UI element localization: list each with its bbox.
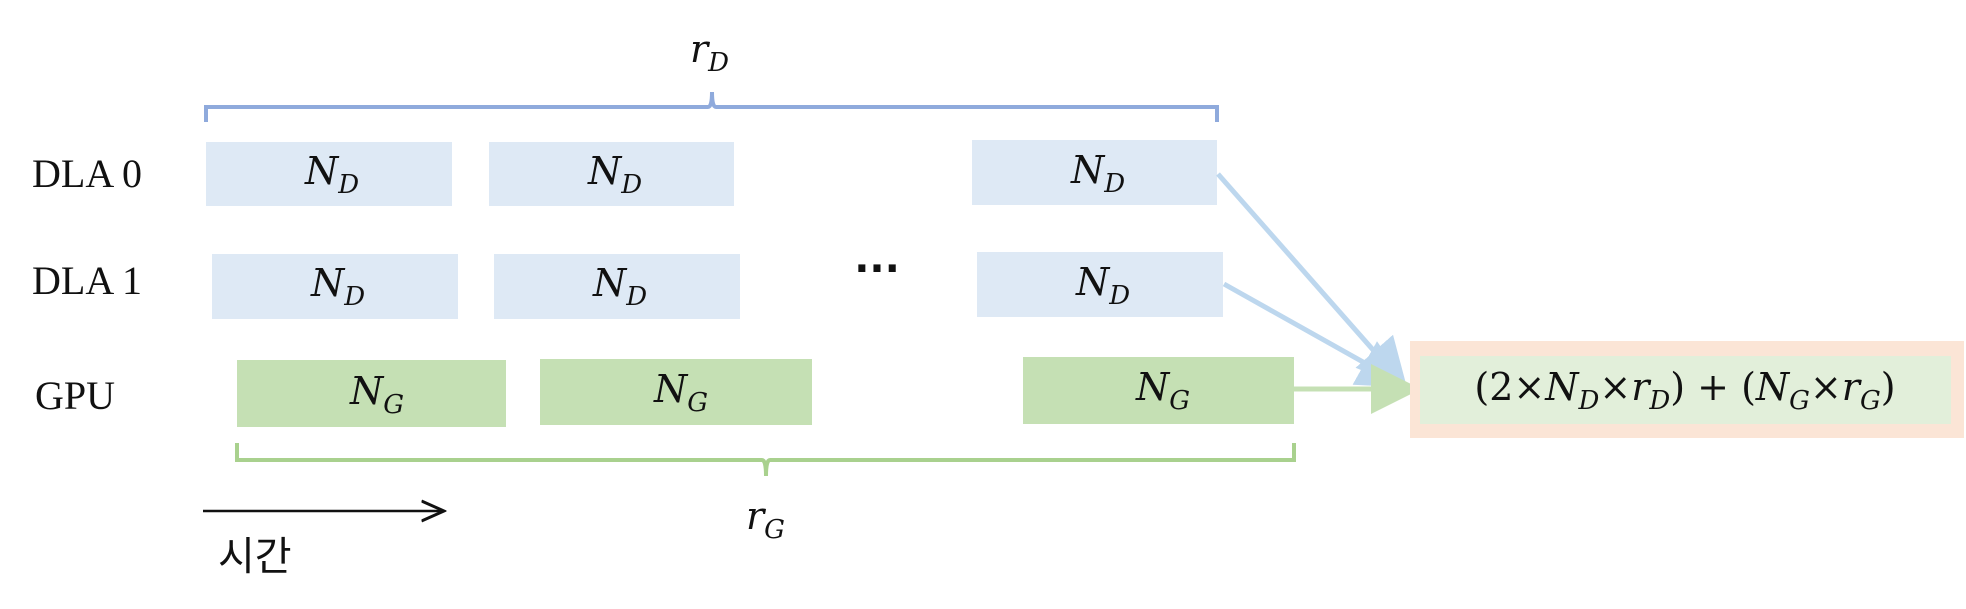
- svg-text:NG: NG: [349, 369, 404, 420]
- ellipsis: ···: [854, 246, 900, 292]
- bottom-brace-label: rG: [746, 494, 785, 545]
- dla0-block-1: ND: [206, 142, 452, 206]
- row-label-gpu: GPU: [35, 373, 115, 418]
- dla0-block-2: ND: [489, 142, 734, 206]
- svg-text:NG: NG: [653, 367, 708, 418]
- bottom-brace: [235, 443, 1296, 477]
- svg-text:ND: ND: [1075, 260, 1130, 311]
- top-brace-label: rD: [690, 27, 729, 78]
- row-label-dla1: DLA 1: [32, 258, 142, 303]
- row-label-dla0: DLA 0: [32, 151, 142, 196]
- svg-text:ND: ND: [1070, 148, 1125, 199]
- dla1-block-2: ND: [494, 254, 740, 319]
- gpu-block-3: NG: [1023, 357, 1294, 424]
- svg-text:NG: NG: [1135, 365, 1190, 416]
- svg-text:ND: ND: [587, 149, 642, 200]
- result-formula: (2×ND×rD) + (NG×rG): [1474, 365, 1895, 416]
- result-box: (2×ND×rD) + (NG×rG): [1410, 341, 1964, 438]
- dla0-block-3: ND: [972, 140, 1217, 205]
- top-brace: [204, 91, 1219, 122]
- dla0-to-result-arrow: [1216, 172, 1408, 389]
- svg-text:ND: ND: [310, 261, 365, 312]
- svg-text:ND: ND: [592, 261, 647, 312]
- gpu-block-1: NG: [237, 360, 506, 427]
- gpu-block-2: NG: [540, 359, 812, 425]
- dla1-block-3: ND: [977, 252, 1223, 317]
- time-label: 시간: [218, 534, 292, 580]
- svg-text:ND: ND: [304, 149, 359, 200]
- dla1-block-1: ND: [212, 254, 458, 319]
